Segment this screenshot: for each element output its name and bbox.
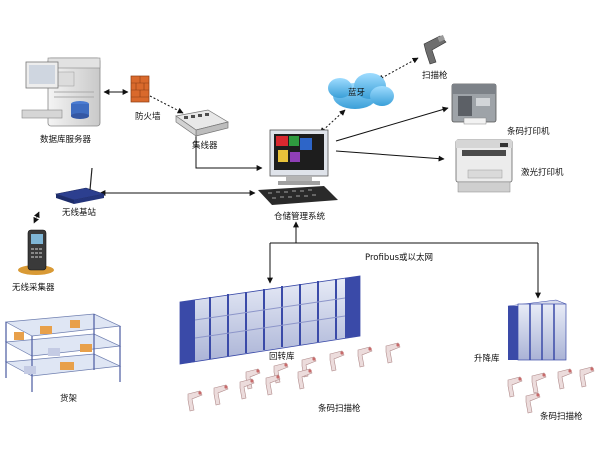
- label-bluetooth: 蓝牙: [348, 88, 366, 98]
- scanner-gun-icon: [239, 378, 255, 400]
- scanner-gun-icon: [297, 368, 313, 390]
- database-server-icon: [21, 57, 101, 127]
- bluetooth-cloud-icon: [328, 73, 394, 109]
- scanner-gun-icon: [385, 342, 401, 364]
- label-wireless-collector: 无线采集器: [12, 283, 55, 293]
- barcode-scanners-right: [507, 366, 595, 414]
- link-bluetooth-scanner: [377, 57, 419, 81]
- scanner-gun-icon: [531, 372, 547, 394]
- link-hub-wms: [195, 134, 263, 171]
- scanner-gun-icon: [245, 368, 261, 390]
- scanner-gun-icon: [213, 384, 229, 406]
- label-firewall: 防火墙: [135, 112, 161, 122]
- label-scanners-middle: 条码扫描枪: [318, 404, 361, 414]
- connection-lines: [33, 57, 541, 299]
- scanner-gun-icon: [357, 346, 373, 368]
- scanner-gun-top-icon: [423, 34, 447, 65]
- label-hub: 集线器: [192, 141, 218, 151]
- wireless-base-station-icon: [54, 167, 106, 204]
- scanner-gun-icon: [579, 366, 595, 388]
- label-laser-printer: 激光打印机: [521, 168, 564, 178]
- label-network: Profibus或以太网: [365, 253, 434, 263]
- shelf-icon: [4, 313, 122, 392]
- firewall-icon: [130, 75, 150, 103]
- carousel-storage-icon: [179, 275, 361, 365]
- label-carousel: 回转库: [269, 352, 295, 362]
- label-wms: 仓储管理系统: [274, 212, 326, 222]
- wms-computer-icon: [258, 129, 338, 205]
- label-scanner-top: 扫描枪: [422, 71, 448, 81]
- lift-storage-icon: [507, 299, 567, 361]
- link-wms-bluetooth: [319, 109, 346, 134]
- link-wms-barcode-printer: [335, 106, 449, 142]
- scanner-gun-icon: [525, 392, 541, 414]
- label-lift: 升降库: [474, 354, 500, 364]
- scanner-gun-icon: [507, 376, 523, 398]
- label-db-server: 数据库服务器: [40, 135, 92, 145]
- scanner-gun-icon: [265, 374, 281, 396]
- scanner-gun-icon: [187, 390, 203, 412]
- label-scanners-right: 条码扫描枪: [540, 412, 583, 422]
- link-base-collector: [33, 211, 40, 224]
- label-wireless-base: 无线基站: [62, 208, 97, 218]
- scanner-gun-icon: [329, 350, 345, 372]
- scanner-gun-icon: [557, 368, 573, 390]
- label-barcode-printer: 条码打印机: [507, 127, 550, 137]
- label-shelf: 货架: [60, 394, 78, 404]
- barcode-printer-icon: [451, 83, 497, 125]
- link-wms-laser-printer: [335, 150, 445, 162]
- laser-printer-icon: [455, 139, 513, 193]
- hub-icon: [175, 109, 229, 137]
- wireless-collector-icon: [18, 229, 54, 275]
